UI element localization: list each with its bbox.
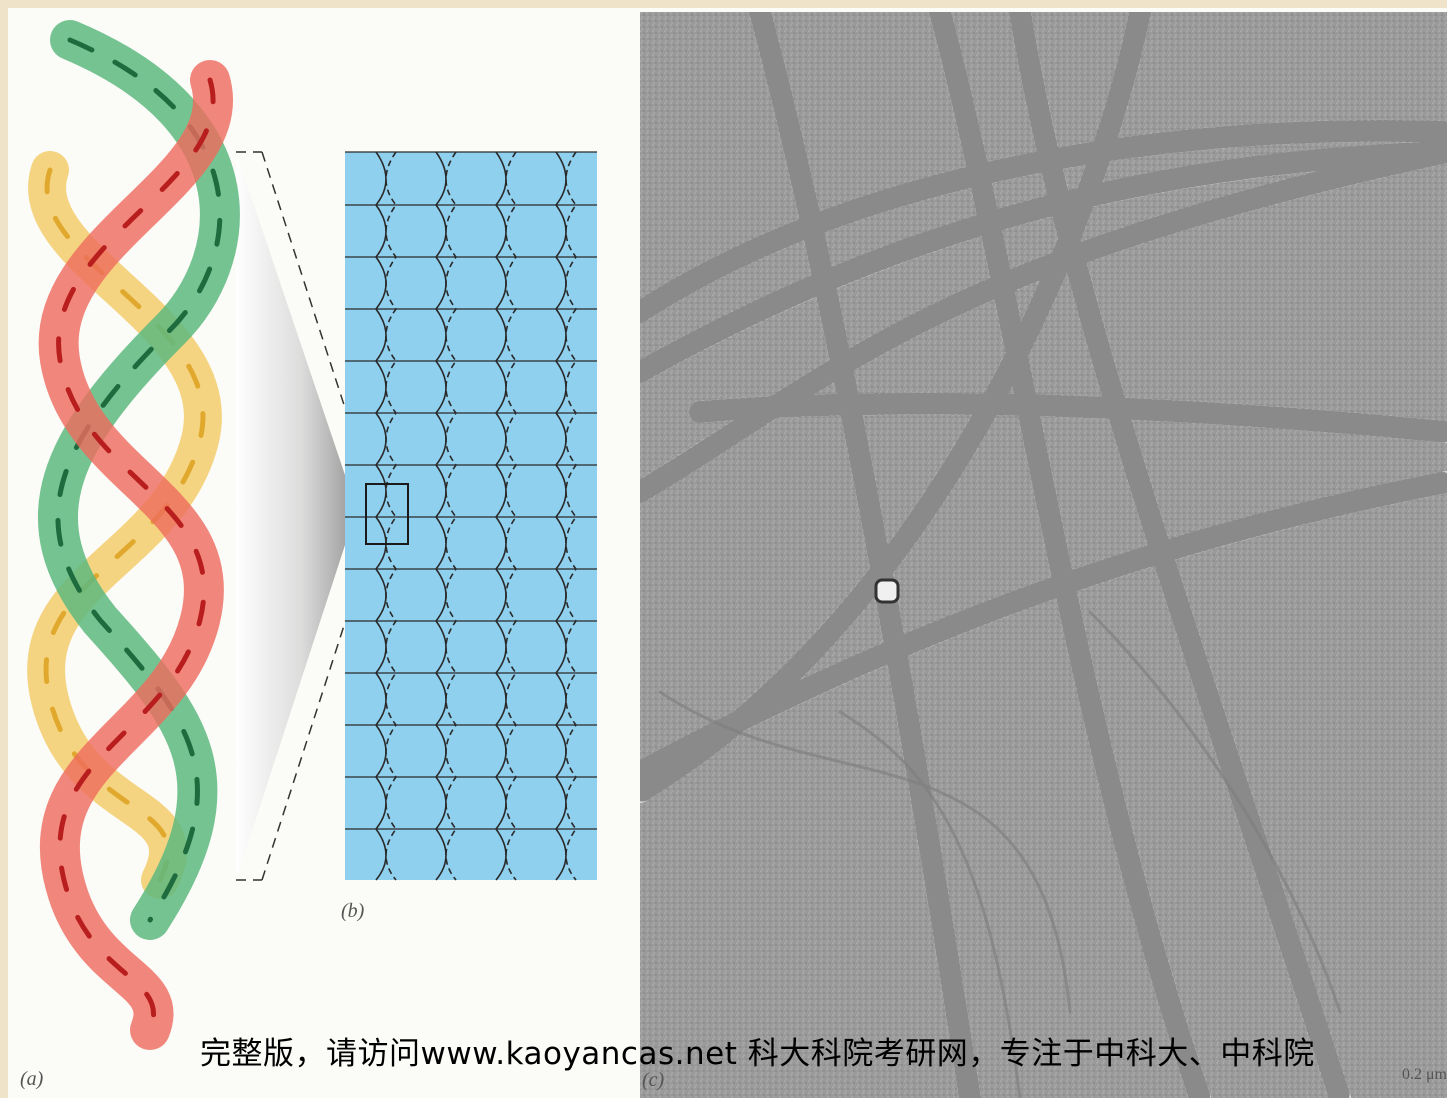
watermark-text: 完整版，请访问www.kaoyancas.net 科大科院考研网，专注于中科大、… <box>200 1028 1315 1073</box>
electron-micrograph: (c) 0.2 μm <box>640 12 1447 1098</box>
triple-helix-illustration <box>0 0 650 1098</box>
scale-bar-label: 0.2 μm <box>1402 1066 1447 1084</box>
panel-a-label: (a) <box>20 1068 43 1091</box>
collagen-fibrils-micrograph <box>640 12 1447 1098</box>
zoom-cone <box>236 152 345 880</box>
panel-b-label: (b) <box>341 900 364 923</box>
